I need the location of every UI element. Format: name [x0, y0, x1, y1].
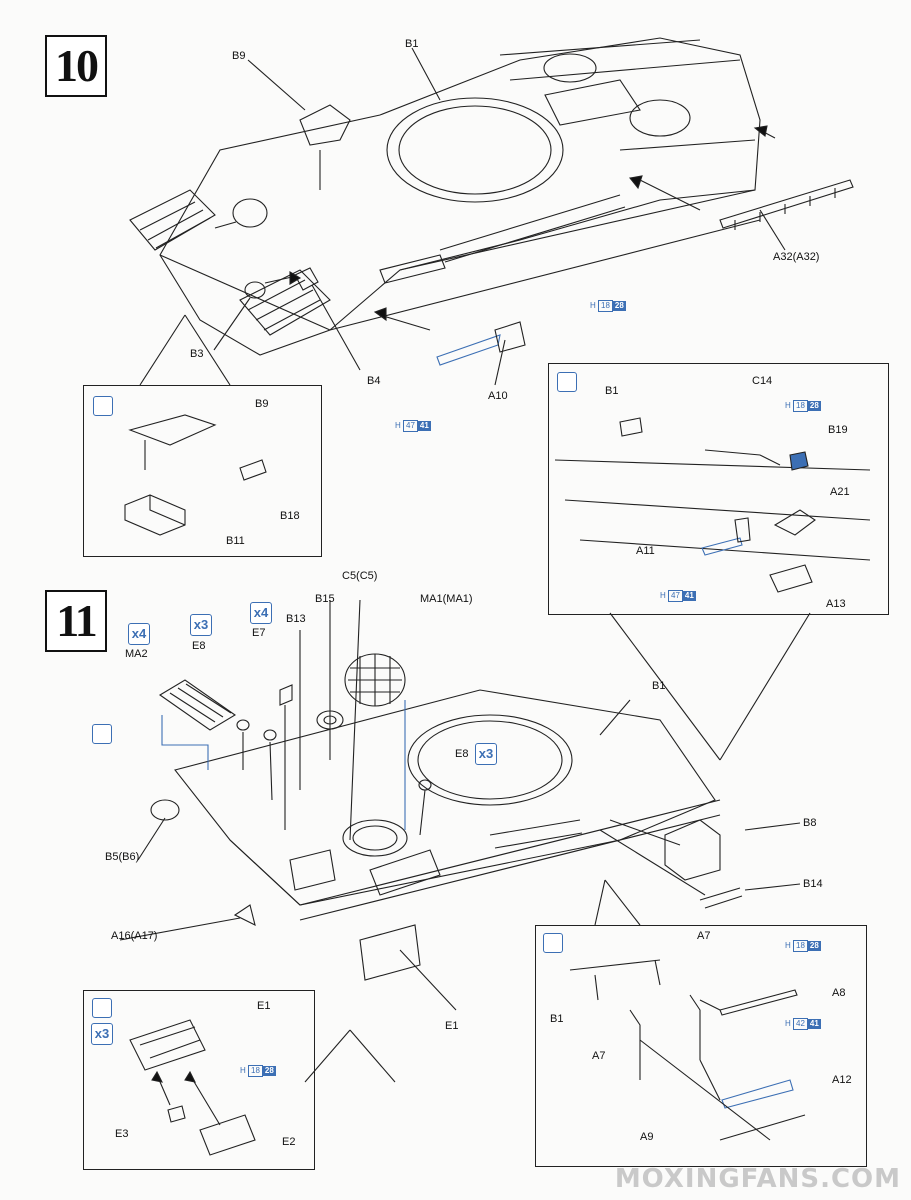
label-b15: B15	[315, 593, 335, 605]
label-ma1: MA1(MA1)	[420, 593, 473, 605]
label-b9: B9	[232, 50, 246, 62]
label-b8: B8	[803, 817, 817, 829]
inset-step11-right	[535, 925, 867, 1167]
label-inset-a11: A11	[636, 545, 655, 557]
label-b1: B1	[405, 38, 419, 50]
label-inset-a13: A13	[826, 598, 846, 610]
label-inset-a7-top: A7	[697, 930, 711, 942]
label-b1-step11: B1	[652, 680, 666, 692]
label-b3: B3	[190, 348, 204, 360]
step-number-10: 10	[45, 35, 107, 97]
label-inset-a12: A12	[832, 1074, 852, 1086]
label-inset-b1-step11: B1	[550, 1013, 564, 1025]
label-b5: B5(B6)	[105, 851, 140, 863]
glue-icon	[543, 933, 563, 953]
label-ma2: MA2	[125, 648, 148, 660]
label-inset-a9: A9	[640, 1131, 654, 1143]
label-inset-c14: C14	[752, 375, 773, 387]
glue-icon	[92, 998, 112, 1018]
watermark: MOXINGFANS.COM	[614, 1164, 901, 1194]
label-inset-b9: B9	[255, 398, 269, 410]
quantity-badge-ma2: x4	[128, 623, 150, 645]
quantity-badge-e7: x4	[250, 602, 272, 624]
step-number-11: 11	[45, 590, 107, 652]
inset-step10-right	[548, 363, 889, 615]
label-inset-e2: E2	[282, 1136, 296, 1148]
label-inset-a8: A8	[832, 987, 846, 999]
glue-icon	[93, 396, 113, 416]
label-b4: B4	[367, 375, 381, 387]
label-inset-b1: B1	[605, 385, 619, 397]
label-a32: A32(A32)	[773, 251, 820, 263]
label-a10: A10	[488, 390, 508, 402]
label-inset-e3: E3	[115, 1128, 129, 1140]
label-inset-e1: E1	[257, 1000, 271, 1012]
quantity-badge-inset: x3	[91, 1023, 113, 1045]
arrows-step11	[119, 599, 801, 1011]
label-a16: A16(A17)	[111, 930, 158, 942]
label-b14: B14	[803, 878, 823, 890]
label-b13: B13	[286, 613, 306, 625]
label-c5: C5(C5)	[342, 570, 378, 582]
inset-step11-left	[83, 990, 315, 1170]
label-e7: E7	[252, 627, 266, 639]
label-inset-b19: B19	[828, 424, 848, 436]
label-inset-a21: A21	[830, 486, 850, 498]
quantity-badge-e8-second: x3	[475, 743, 497, 765]
label-inset-a7-bottom: A7	[592, 1050, 606, 1062]
label-e8-second: E8	[455, 748, 469, 760]
hull-step10	[129, 37, 854, 366]
quantity-badge-e8: x3	[190, 614, 212, 636]
label-inset-b11: B11	[226, 535, 245, 547]
label-inset-b18: B18	[280, 510, 300, 522]
glue-icon	[557, 372, 577, 392]
hull-step11	[150, 653, 743, 981]
inset-step10-left	[83, 385, 322, 557]
arrows-step10	[264, 125, 776, 331]
label-e8: E8	[192, 640, 206, 652]
paint-drop-icon	[92, 724, 112, 744]
label-e1: E1	[445, 1020, 459, 1032]
